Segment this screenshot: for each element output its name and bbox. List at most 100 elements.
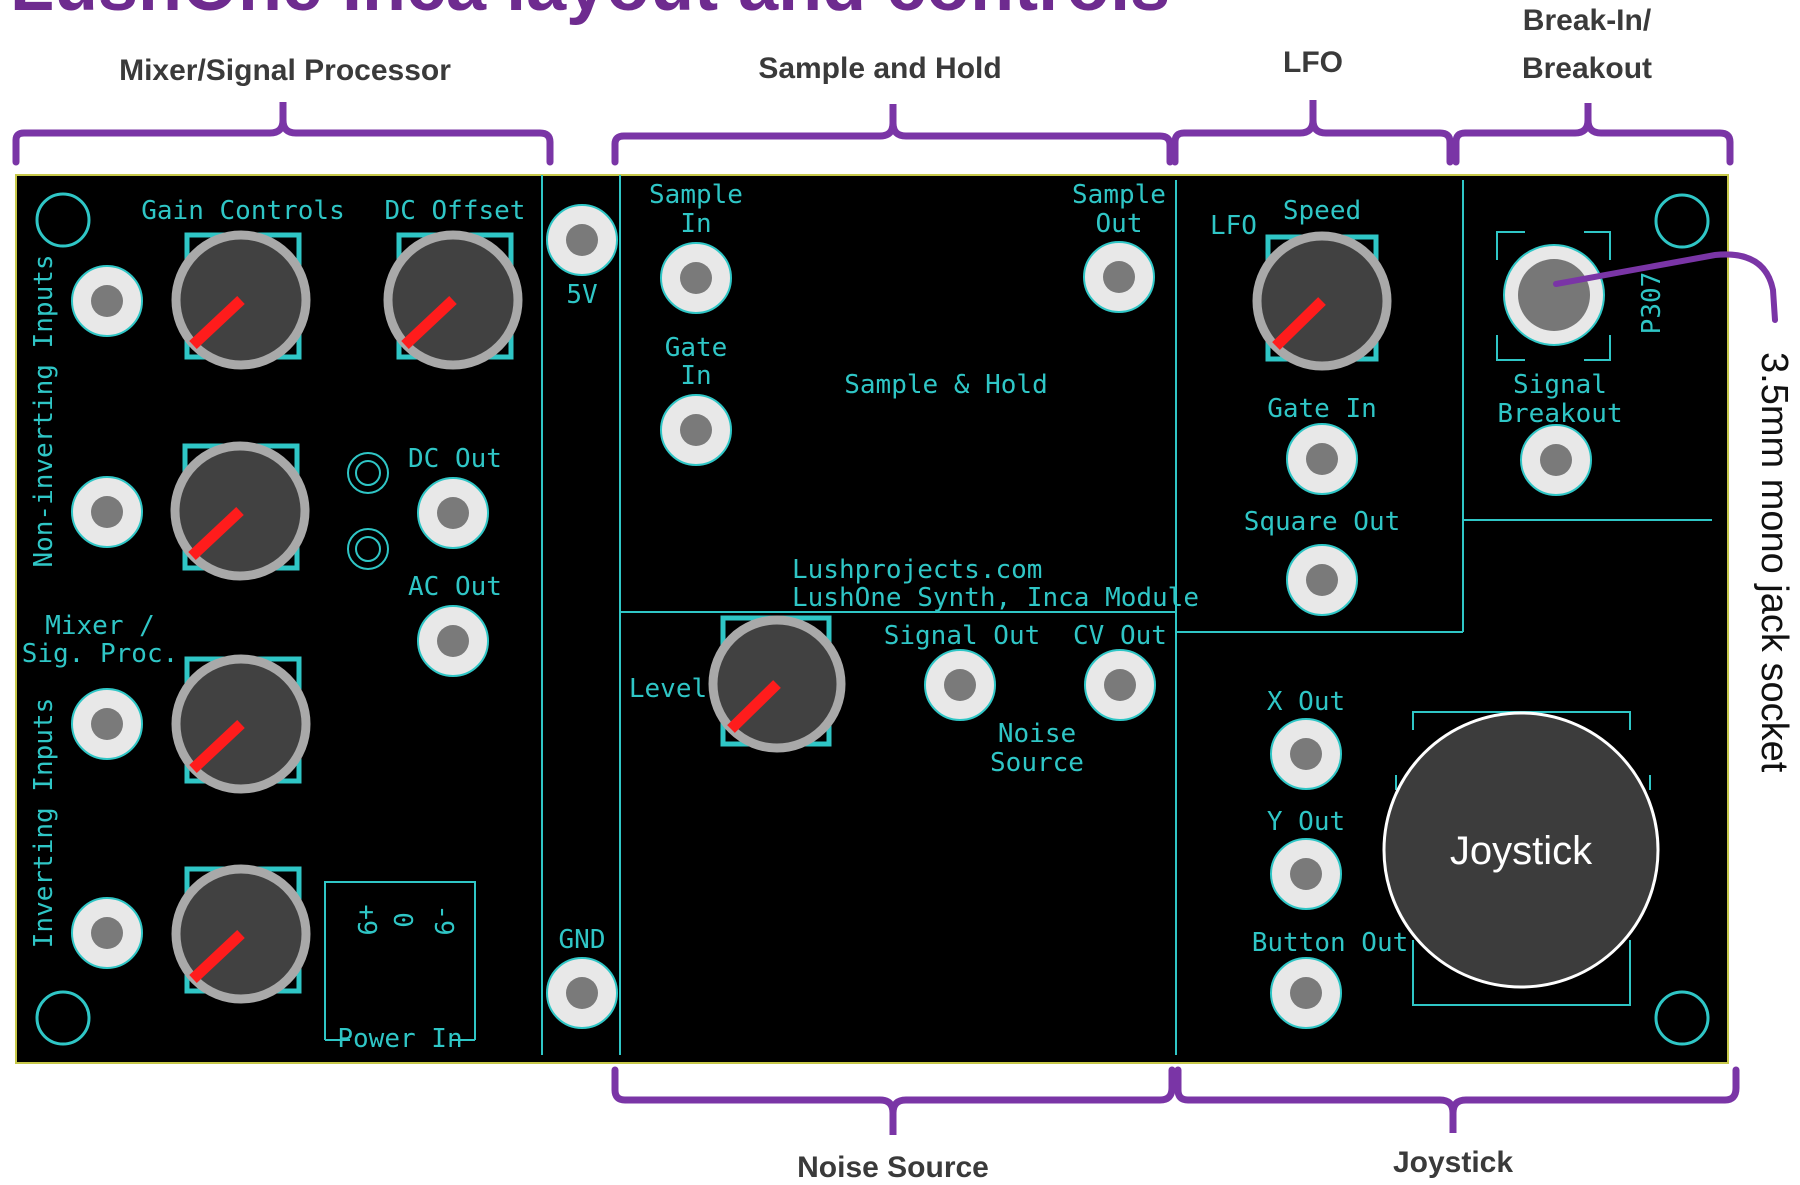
label-sample-in-2: In	[680, 209, 711, 239]
label-dc-offset: DC Offset	[385, 196, 526, 226]
knob-gain-4[interactable]	[171, 864, 311, 1004]
label-gain-controls: Gain Controls	[141, 196, 345, 226]
section-label-mixer: Mixer/Signal Processor	[119, 54, 451, 87]
label-square-out: Square Out	[1244, 507, 1401, 537]
jack-signal-out[interactable]	[924, 649, 996, 721]
power-connector	[324, 881, 476, 1041]
knob-pointer	[189, 295, 245, 350]
breakout-footprint-br	[1584, 335, 1611, 361]
label-cv-out: CV Out	[1073, 621, 1167, 651]
knob-level[interactable]	[708, 615, 846, 753]
brace-group-bottom	[611, 1066, 1740, 1135]
label-p307: P307	[1637, 272, 1667, 335]
label-button-out: Button Out	[1252, 928, 1409, 958]
jack-sample-out[interactable]	[1083, 241, 1155, 313]
brace-mixer	[12, 102, 554, 166]
brace-noise-source	[611, 1066, 1176, 1135]
pcb-labels: Gain Controls DC Offset 5V GND DC Out AC…	[22, 180, 1667, 1054]
jack-ac-out[interactable]	[417, 605, 489, 677]
knob-pointer	[1272, 297, 1326, 350]
mounting-hole-top-left	[35, 192, 91, 248]
jack-cv-out[interactable]	[1084, 649, 1156, 721]
jack-dc-out[interactable]	[417, 477, 489, 549]
label-lfo: LFO	[1210, 211, 1257, 241]
section-label-noise-source: Noise Source	[797, 1151, 989, 1184]
label-sample-hold: Sample & Hold	[844, 370, 1048, 400]
led-dc	[347, 452, 389, 494]
jack-sh-gate-in[interactable]	[660, 394, 732, 466]
breakout-footprint-bl	[1496, 335, 1525, 361]
section-label-sample-hold: Sample and Hold	[758, 52, 1001, 85]
label-signal-out: Signal Out	[884, 621, 1041, 651]
knob-pointer	[189, 719, 245, 774]
knob-gain-2[interactable]	[170, 441, 310, 581]
knob-pointer	[188, 506, 244, 561]
label-gate-in-2: In	[680, 361, 711, 391]
section-label-breakin-line1: Break-In/	[1523, 4, 1652, 37]
label-x-out: X Out	[1267, 687, 1345, 717]
section-label-breakin-line2: Breakout	[1522, 52, 1652, 85]
label-power-in: Power In	[337, 1024, 462, 1054]
jack-non-inverting-1[interactable]	[71, 265, 143, 337]
jack-button-out[interactable]	[1270, 957, 1342, 1029]
breakout-footprint-tr	[1584, 231, 1611, 260]
knob-pointer	[727, 680, 781, 733]
label-non-inverting-inputs: Non-inverting Inputs	[29, 254, 59, 567]
brace-joystick	[1174, 1066, 1740, 1133]
joystick-footprint-bottom	[1412, 940, 1631, 1006]
label-power-zero: 0	[387, 912, 417, 928]
jack-lfo-gate-in[interactable]	[1286, 423, 1358, 495]
jack-breakout-socket[interactable]	[1503, 244, 1605, 346]
jack-square-out[interactable]	[1286, 544, 1358, 616]
socket-callout-label: 3.5mm mono jack socket	[1753, 352, 1795, 773]
label-noise-source-2: Source	[990, 748, 1084, 778]
jack-y-out[interactable]	[1270, 838, 1342, 910]
knob-gain-1[interactable]	[171, 230, 311, 370]
label-level: Level	[629, 674, 707, 704]
label-dc-out: DC Out	[408, 444, 502, 474]
breakout-footprint	[1496, 231, 1611, 361]
jack-inverting-2[interactable]	[71, 897, 143, 969]
label-sample-out-2: Out	[1096, 209, 1143, 239]
pcb-dividers	[541, 175, 1712, 1055]
label-gate-in-1: Gate	[665, 333, 728, 363]
label-power-neg: -9	[428, 904, 458, 935]
label-gnd: GND	[559, 925, 606, 955]
knob-lfo-speed[interactable]	[1252, 231, 1392, 371]
jack-signal-breakout[interactable]	[1520, 424, 1592, 496]
brace-sample-hold	[611, 104, 1174, 166]
knob-dc-offset[interactable]	[383, 230, 523, 370]
knob-gain-3[interactable]	[171, 654, 311, 794]
power-connector-outline	[324, 881, 476, 1040]
label-lfo-gate-in: Gate In	[1267, 394, 1377, 424]
socket-callout-line	[1553, 251, 1778, 323]
page-title: LushOne Inca layout and controls	[10, 0, 1170, 26]
joystick-body	[1382, 711, 1660, 989]
jack-gnd[interactable]	[546, 957, 618, 1029]
label-5v: 5V	[566, 280, 597, 310]
joystick[interactable]: Joystick	[1382, 711, 1660, 989]
jack-inverting-1[interactable]	[71, 688, 143, 760]
led-ac-inner	[355, 536, 381, 562]
jack-5v[interactable]	[546, 204, 618, 276]
section-label-lfo: LFO	[1283, 46, 1343, 79]
label-speed: Speed	[1283, 196, 1361, 226]
jack-non-inverting-2[interactable]	[71, 476, 143, 548]
led-group	[347, 452, 389, 570]
jack-x-out[interactable]	[1270, 718, 1342, 790]
label-inverting-inputs: Inverting Inputs	[29, 698, 59, 948]
brace-group-top	[12, 100, 1734, 166]
label-signal-breakout-2: Breakout	[1497, 399, 1622, 429]
brace-lfo	[1171, 100, 1454, 166]
label-lushprojects: Lushprojects.com	[792, 555, 1042, 585]
label-mixer-line2: Sig. Proc.	[22, 639, 179, 669]
jack-sample-in[interactable]	[660, 242, 732, 314]
knob-pointer	[401, 295, 457, 350]
mounting-hole-top-right	[1654, 193, 1710, 249]
label-signal-breakout-1: Signal	[1513, 370, 1607, 400]
joystick-label: Joystick	[1450, 829, 1593, 873]
mounting-hole-bottom-right	[1654, 990, 1710, 1046]
brace-breakin	[1452, 103, 1734, 166]
